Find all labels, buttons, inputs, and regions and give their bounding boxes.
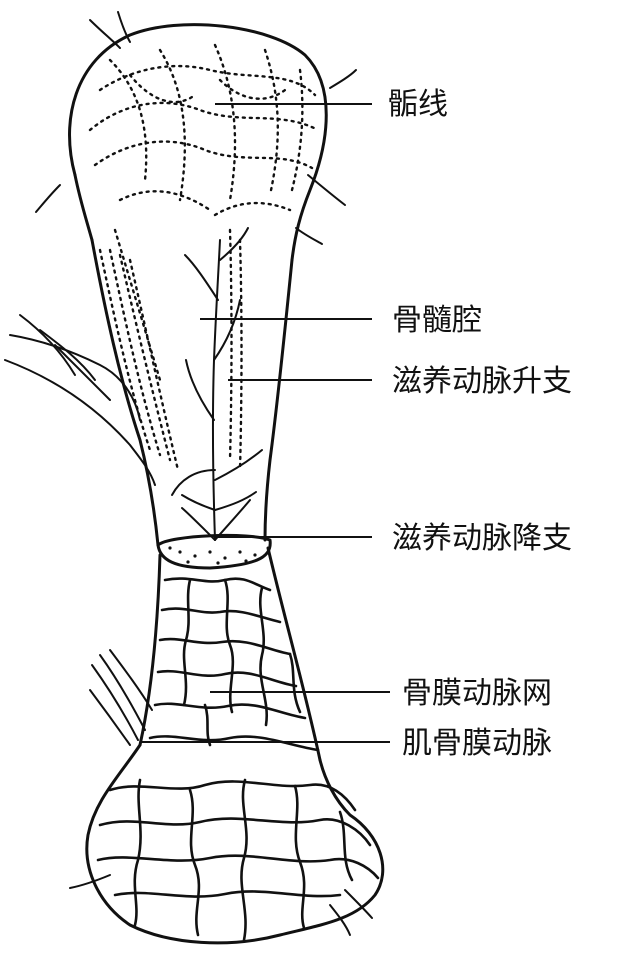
- epiphysis-trabeculae: [88, 43, 320, 217]
- proximal-epiphysis: [35, 11, 357, 262]
- label-nutrient-artery-ascending: 滋养动脉升支: [392, 364, 572, 399]
- periosteal-network: [148, 577, 320, 752]
- label-epiphyseal-line: 骺线: [388, 87, 448, 122]
- label-medullary-cavity: 骨髓腔: [392, 303, 482, 338]
- muscle-strip: [4, 314, 156, 486]
- distal-epiphysis: [69, 743, 385, 945]
- lower-muscle: [89, 649, 153, 746]
- cortical-dots: [98, 228, 243, 472]
- cut-section-dots: [168, 546, 257, 565]
- label-nutrient-artery-descending: 滋养动脉降支: [392, 521, 572, 556]
- diaphysis-outline: [90, 238, 322, 762]
- nutrient-artery: [171, 227, 263, 541]
- label-periosteal-arterial-network: 骨膜动脉网: [402, 676, 552, 711]
- label-musculoperiosteal-artery: 肌骨膜动脉: [402, 726, 552, 761]
- distal-vessel-network: [96, 778, 380, 942]
